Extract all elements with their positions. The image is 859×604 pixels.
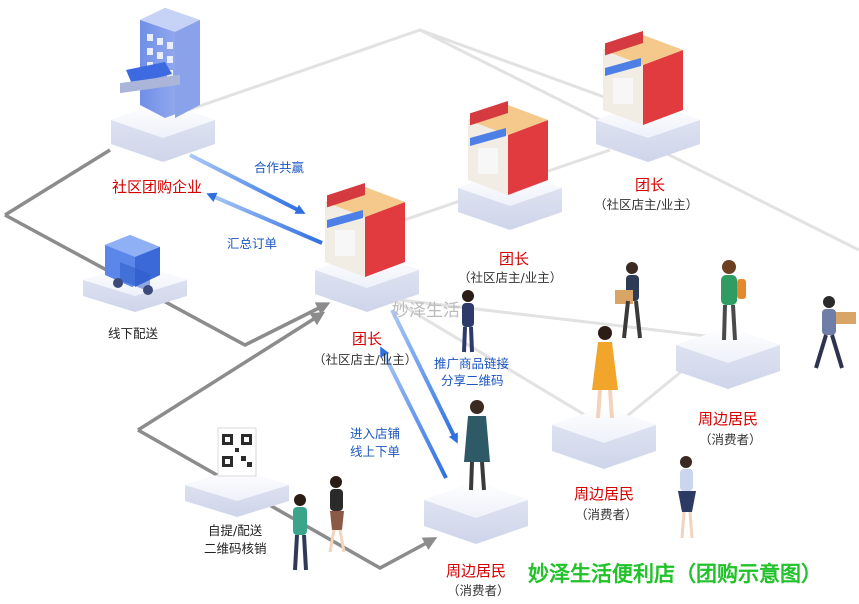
promote-label-2: 分享二维码 [441,373,504,388]
delivery-arrow [4,213,331,347]
resident-2-desc: （消费者） [575,507,638,522]
resident-1-desc: （消费者） [447,583,510,598]
platform-pickup [185,469,289,517]
shop-2-desc: （社区店主/业主） [594,197,699,212]
shop-1-role: 团长 [499,250,530,268]
shop-2-role: 团长 [635,176,666,194]
enter-store-label-1: 进入店铺 [350,426,401,441]
platform-resident-3 [676,327,780,389]
cooperate-arrow [189,153,306,214]
enter-store-arrow [380,346,448,479]
person-icon-team-leader [462,290,474,353]
resident-2-role: 周边居民 [574,485,635,503]
resident-1-role: 周边居民 [446,562,507,580]
connector-line [399,298,741,342]
building-icon [120,8,200,118]
pickup-label-2: 二维码核销 [204,541,267,556]
platform-enterprise [111,102,215,162]
blue-flows [189,153,458,479]
delivery-label: 线下配送 [108,326,159,341]
pickup-label-1: 自提/配送 [208,523,263,538]
platform-resident-1 [424,482,528,544]
summary-arrow [206,192,323,245]
person-icon-resident-3 [721,260,746,341]
summary-orders-label: 汇总订单 [227,236,278,251]
person-icon-resident-2 [592,326,618,419]
enter-store-label-2: 线上下单 [350,444,401,459]
person-icon-courier [615,262,642,339]
pickup-up-arrow [137,311,326,432]
shop-main-desc: （社区店主/业主） [313,352,418,367]
qr-code-icon [217,427,257,477]
cooperate-label: 合作共赢 [254,160,305,175]
person-icon-woman-right [678,456,696,539]
promote-label-1: 推广商品链接 [434,356,510,371]
enterprise-label: 社区团购企业 [112,178,203,196]
resident-3-desc: （消费者） [699,432,762,447]
promote-arrow [390,309,458,444]
platform-resident-2 [552,407,656,469]
shop-main-role: 团长 [352,330,383,348]
platforms [83,102,780,544]
person-icon-walker [814,296,856,369]
person-icon-resident-1 [464,400,490,491]
shop-icon-main [325,183,405,277]
shop-1-desc: （社区店主/业主） [458,270,563,285]
diagram-caption: 妙泽生活便利店（团购示意图） [528,562,822,586]
resident-3-role: 周边居民 [698,410,759,428]
delivery-truck-icon [105,235,160,295]
person-icon-customer [328,476,346,553]
watermark: 妙泽生活 [392,301,460,321]
flow-line [4,148,111,217]
shop-icon-2 [603,31,683,125]
shop-icon-1 [468,101,548,195]
person-icon-staff [293,494,308,571]
